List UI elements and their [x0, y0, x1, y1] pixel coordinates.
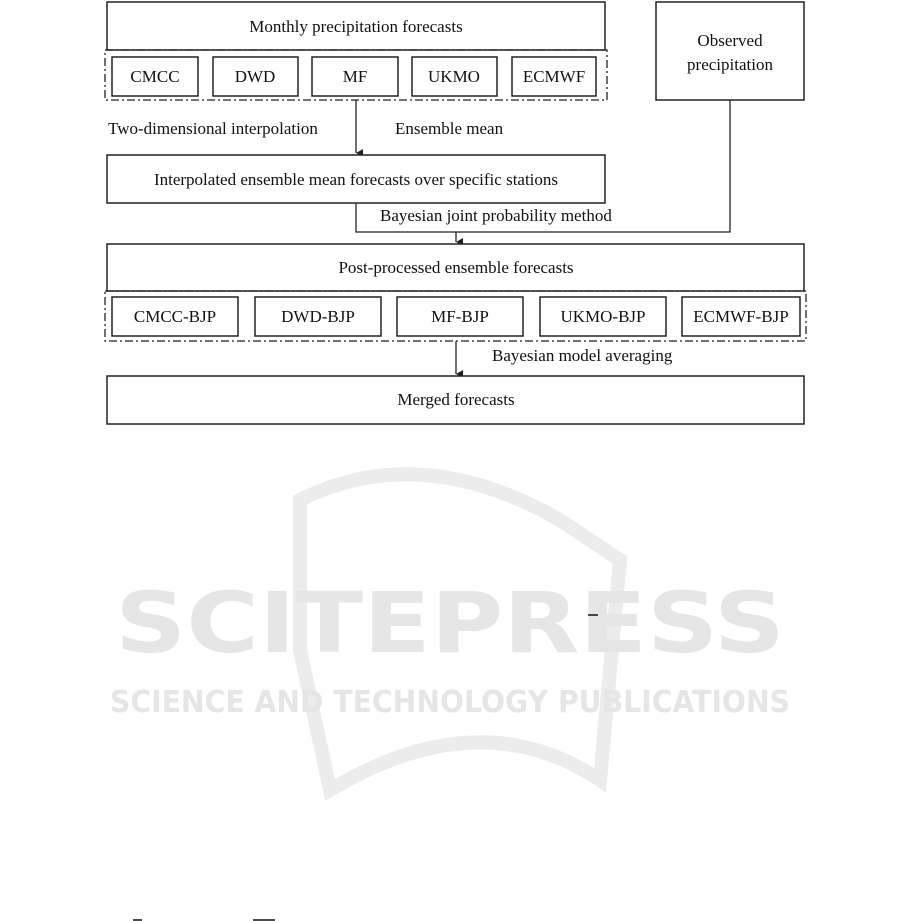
merged-label: Merged forecasts	[397, 390, 514, 409]
label-bjp: Bayesian joint probability method	[380, 206, 612, 225]
connector-bjp	[355, 100, 731, 233]
label-bma: Bayesian model averaging	[492, 346, 673, 365]
monthly-forecasts-label: Monthly precipitation forecasts	[249, 17, 462, 36]
bjp-box-mf	[396, 296, 524, 337]
model-label: ECMWF	[523, 67, 585, 86]
merged-box	[106, 375, 805, 425]
model-label: DWD	[235, 67, 276, 86]
bjp-box-ecmwf	[681, 296, 801, 337]
bjp-models-group	[104, 290, 807, 342]
model-box-ecmwf	[511, 56, 597, 97]
model-label: UKMO	[428, 67, 480, 86]
monthly-forecasts-box	[106, 1, 606, 51]
bjp-label: MF-BJP	[431, 307, 489, 326]
model-box-ukmo	[411, 56, 498, 97]
bjp-label: UKMO-BJP	[560, 307, 645, 326]
bjp-box-ukmo	[539, 296, 667, 337]
model-label: CMCC	[130, 67, 179, 86]
interpolated-box	[106, 154, 606, 204]
model-box-mf	[311, 56, 399, 97]
bjp-box-cmcc	[111, 296, 239, 337]
model-box-dwd	[212, 56, 299, 97]
observed-box	[655, 1, 805, 101]
bjp-label: CMCC-BJP	[134, 307, 216, 326]
bjp-label: ECMWF-BJP	[693, 307, 788, 326]
model-label: MF	[343, 67, 368, 86]
bjp-models-row: CMCC-BJP DWD-BJP MF-BJP UKMO-BJP ECMWF-B…	[111, 296, 801, 337]
watermark-main: SCITEPRESS	[115, 574, 785, 672]
bjp-box-dwd	[254, 296, 382, 337]
post-processed-box	[106, 243, 805, 292]
watermark: SCITEPRESS SCIENCE AND TECHNOLOGY PUBLIC…	[110, 467, 790, 802]
observed-label-line2: precipitation	[687, 55, 773, 74]
interpolated-label: Interpolated ensemble mean forecasts ove…	[154, 170, 558, 189]
label-ensemble-mean: Ensemble mean	[395, 119, 504, 138]
bjp-label: DWD-BJP	[281, 307, 355, 326]
watermark-sub: SCIENCE AND TECHNOLOGY PUBLICATIONS	[110, 685, 790, 720]
models-row: CMCC DWD MF UKMO ECMWF	[111, 56, 597, 97]
label-interpolation: Two-dimensional interpolation	[108, 119, 318, 138]
post-processed-label: Post-processed ensemble forecasts	[338, 258, 573, 277]
model-box-cmcc	[111, 56, 199, 97]
observed-label-line1: Observed	[697, 31, 763, 50]
